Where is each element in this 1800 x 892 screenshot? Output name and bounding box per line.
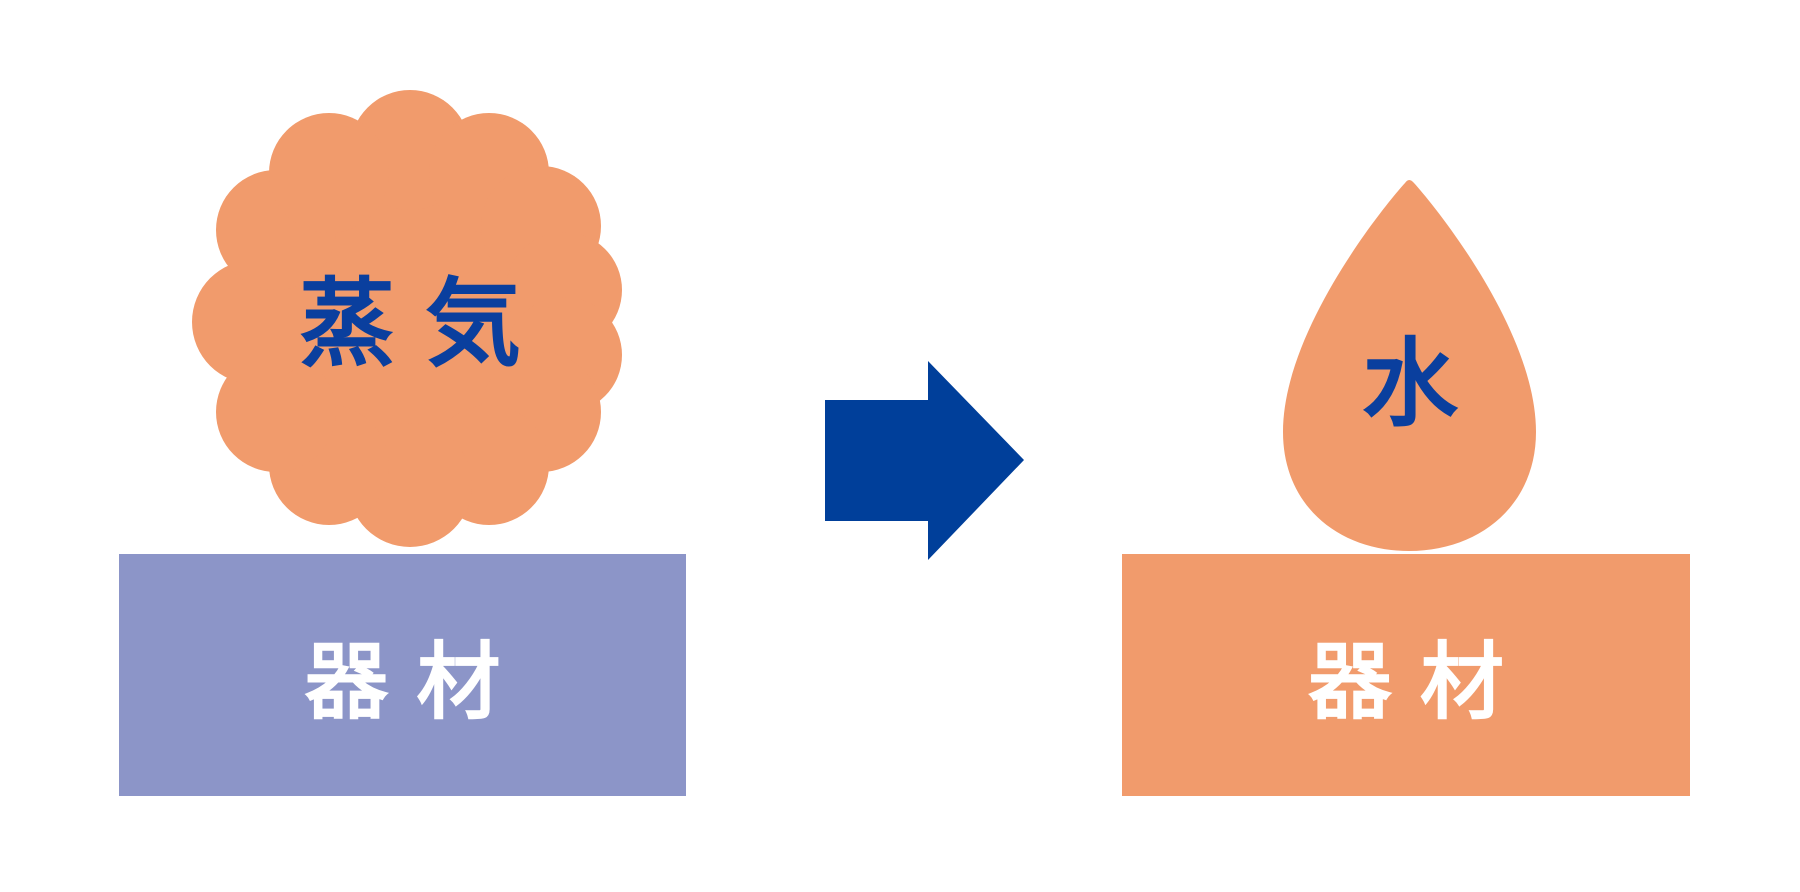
- equipment-label-before: 器材: [304, 632, 529, 731]
- water-drop-icon: [1283, 180, 1536, 551]
- cloud-puff: [192, 260, 316, 384]
- cloud-puff: [269, 113, 389, 233]
- equipment-box-after: 器材: [1122, 554, 1690, 796]
- equipment-label-after: 器材: [1307, 632, 1532, 731]
- cloud-icon: [192, 90, 622, 547]
- arrow-right-icon: [825, 361, 1024, 560]
- steam-label: 蒸気: [299, 267, 551, 380]
- water-label: 水: [1362, 327, 1458, 440]
- equipment-box-before: 器材: [119, 554, 686, 796]
